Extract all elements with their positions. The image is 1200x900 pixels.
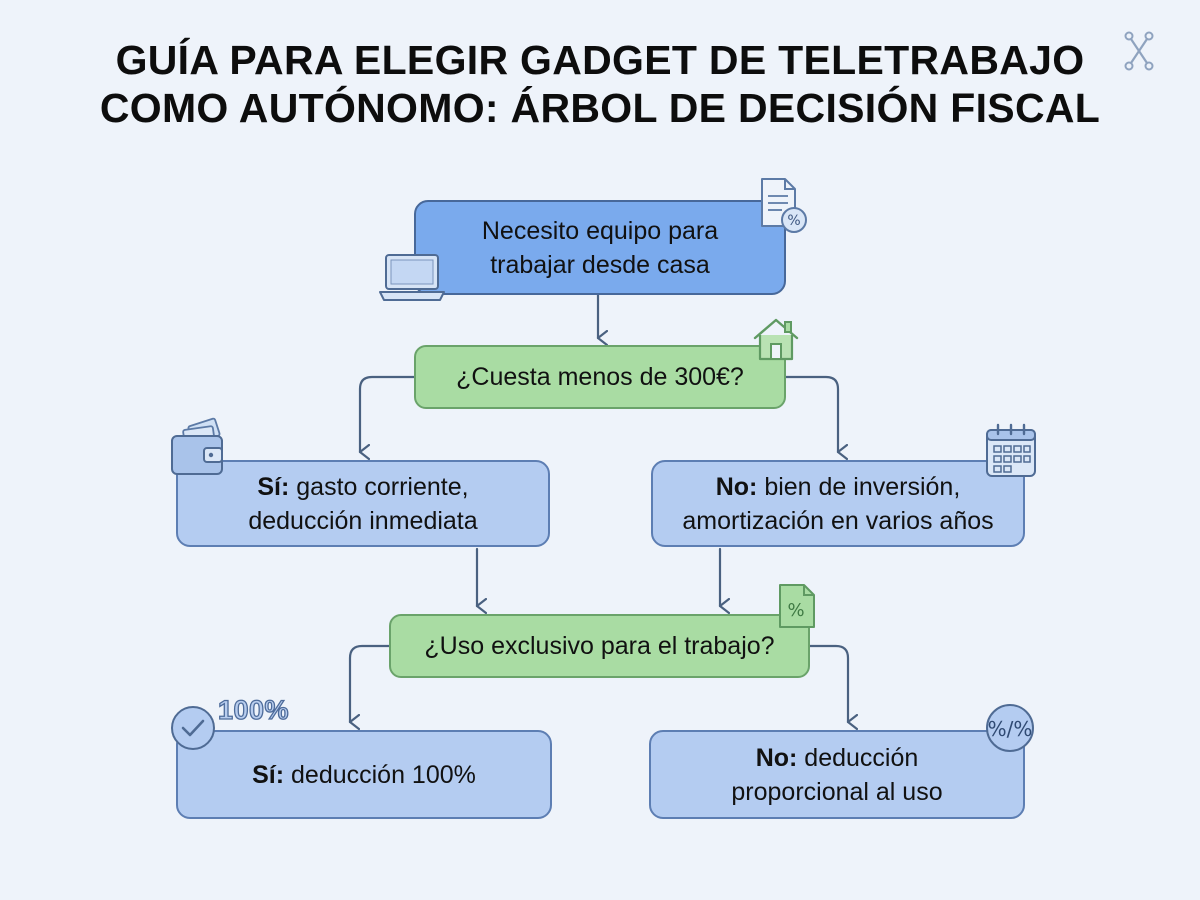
no2-label: No:: [755, 743, 798, 772]
tax-document-icon: %: [761, 178, 807, 233]
network-logo-icon: [1124, 31, 1154, 71]
wallet-icon: [171, 417, 223, 475]
no2-line-2: proporcional al uso: [731, 777, 943, 806]
svg-text:%: %: [787, 213, 800, 229]
question-exclusive-text: ¿Uso exclusivo para el trabajo?: [424, 632, 775, 660]
page-title: GUÍA PARA ELEGIR GADGET DE TELETRABAJO C…: [0, 36, 1200, 132]
start-node-line-1: Necesito equipo para: [481, 216, 719, 245]
yes-label: Sí:: [257, 472, 290, 501]
result-node-current-expense: Sí: gasto corriente, deducción inmediata: [176, 460, 550, 547]
connector-q2-to-yes: [348, 644, 391, 722]
yes2-line-1: deducción 100%: [284, 760, 476, 789]
result-node-proportional-deduction: No: deducción proporcional al uso: [649, 730, 1025, 819]
connector-q1-to-no: [784, 375, 838, 452]
no-label: No:: [715, 472, 758, 501]
percent-document-icon: %: [779, 584, 815, 628]
connector-q1-to-yes: [358, 375, 416, 452]
question-node-exclusive-use: ¿Uso exclusivo para el trabajo?: [389, 614, 810, 678]
start-node: Necesito equipo para trabajar desde casa: [414, 200, 786, 295]
question-node-cost: ¿Cuesta menos de 300€?: [414, 345, 786, 409]
yes1-line-1: gasto corriente,: [289, 472, 469, 501]
result-node-investment: No: bien de inversión, amortización en v…: [651, 460, 1025, 547]
calendar-icon: [986, 423, 1036, 477]
svg-text:%: %: [787, 600, 804, 621]
title-line-1: GUÍA PARA ELEGIR GADGET DE TELETRABAJO: [115, 37, 1085, 83]
connector-q2-to-no: [808, 644, 848, 722]
hundred-percent-badge: 100%: [217, 694, 290, 725]
no2-line-1: deducción: [797, 743, 919, 772]
laptop-icon: [379, 254, 445, 301]
percent-circle-icon: %/%: [986, 704, 1034, 752]
house-icon: [753, 318, 799, 361]
svg-text:%/%: %/%: [988, 717, 1033, 741]
checkmark-icon: [171, 706, 215, 750]
yes2-label: Sí:: [252, 760, 285, 789]
question-cost-text: ¿Cuesta menos de 300€?: [456, 363, 744, 391]
start-node-line-2: trabajar desde casa: [490, 250, 710, 279]
yes1-line-2: deducción inmediata: [248, 506, 478, 535]
title-line-2: COMO AUTÓNOMO: ÁRBOL DE DECISIÓN FISCAL: [99, 85, 1101, 131]
no1-line-2: amortización en varios años: [682, 506, 994, 535]
result-node-full-deduction: Sí: deducción 100%: [176, 730, 552, 819]
no1-line-1: bien de inversión,: [757, 472, 961, 501]
